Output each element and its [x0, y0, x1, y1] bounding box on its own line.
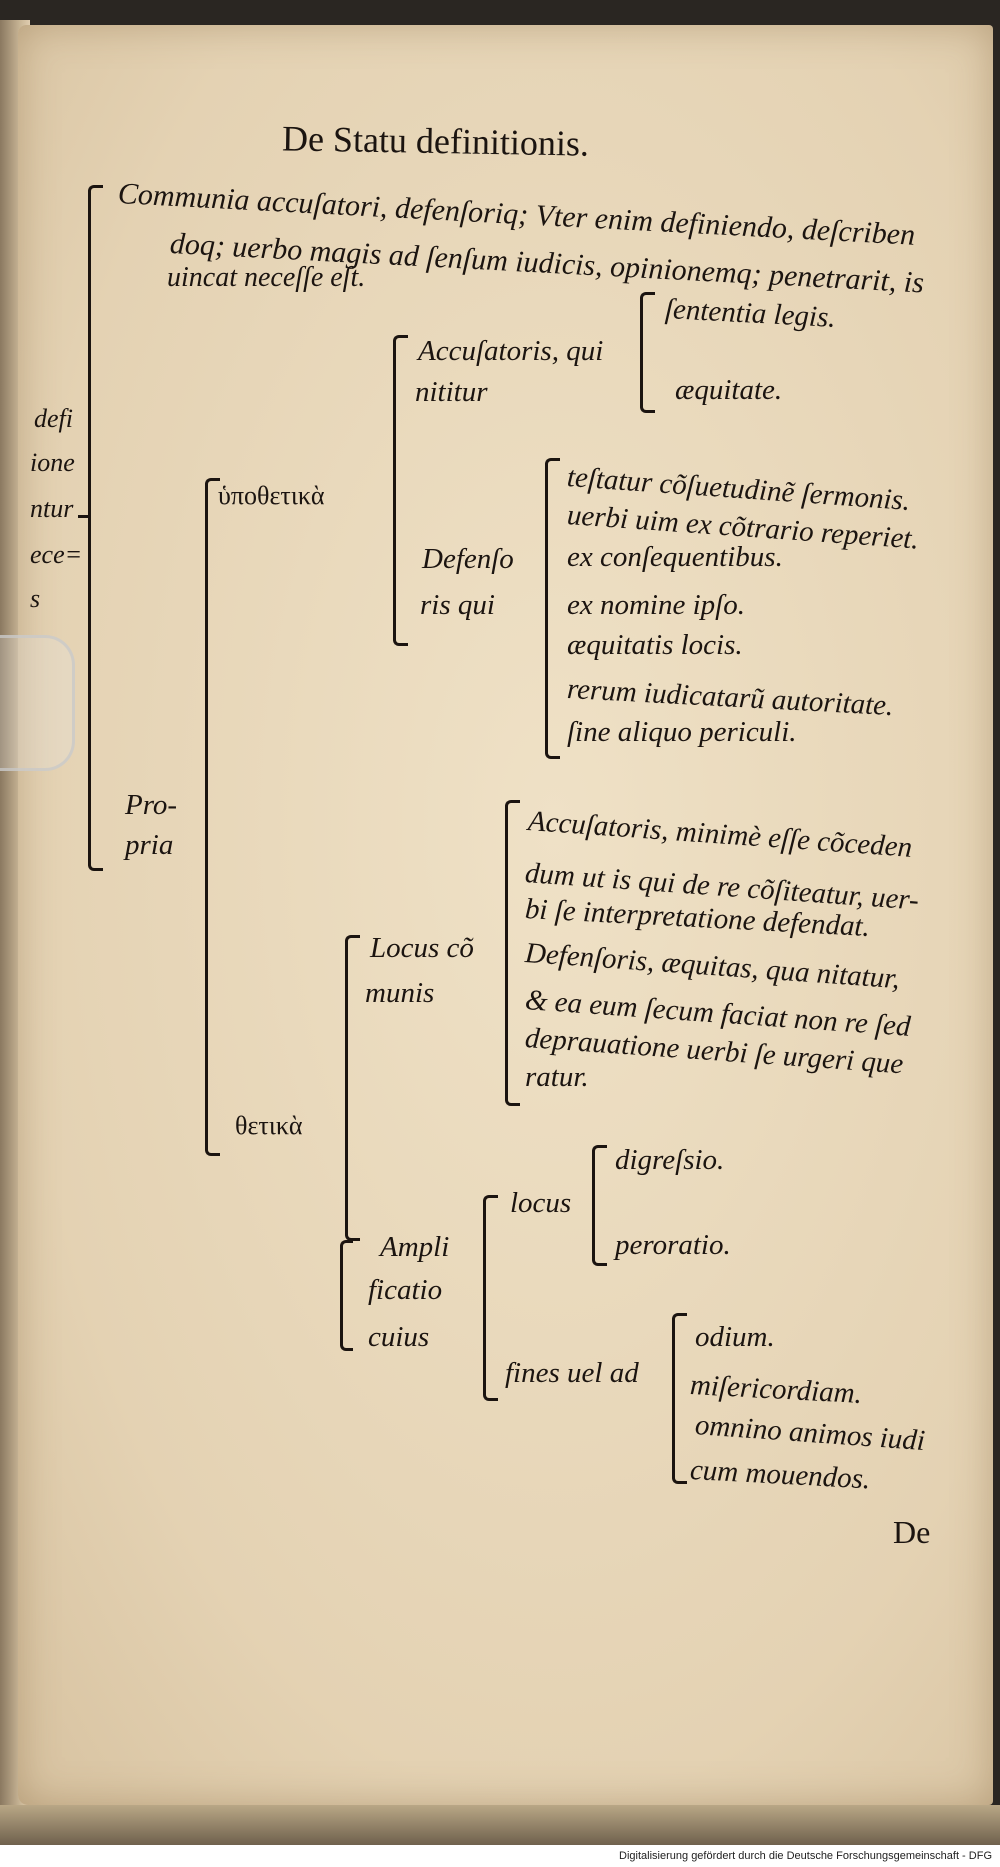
footer: Digitalisierung gefördert durch die Deut…	[0, 1845, 1000, 1867]
intro-line-3: uincat neceſſe eſt.	[167, 262, 366, 293]
fines-item-1: odium.	[695, 1321, 775, 1353]
defensoris-item-5: æquitatis locis.	[567, 629, 743, 661]
brace-thetike	[345, 935, 360, 1241]
locus-item-1: digreſsio.	[615, 1144, 725, 1176]
brace-hypothetike	[393, 335, 408, 646]
accusatoris-item-2: æquitate.	[675, 374, 783, 406]
label-locus-communis-1: Locus cõ	[370, 932, 474, 964]
brace-amplificatio-group	[340, 1240, 353, 1351]
locus-communis-line-7: ratur.	[525, 1061, 589, 1093]
brace-locus	[592, 1145, 607, 1266]
margin-text-2: ione	[30, 448, 75, 477]
footer-text: Digitalisierung gefördert durch die Deut…	[619, 1850, 992, 1862]
brace-main	[88, 185, 103, 871]
label-amplificatio-2: ficatio	[368, 1274, 443, 1306]
label-amplificatio-3: cuius	[368, 1321, 430, 1353]
label-defensoris-1: Defenſo	[422, 543, 514, 575]
catchword: De	[893, 1514, 931, 1550]
page-clip	[0, 635, 75, 771]
brace-propria	[205, 478, 220, 1156]
margin-text-5: s	[30, 584, 41, 613]
defensoris-item-3: ex conſequentibus.	[567, 541, 783, 573]
label-propria-2: pria	[125, 829, 174, 861]
label-locus-communis-2: munis	[365, 977, 435, 1009]
locus-item-2: peroratio.	[615, 1229, 731, 1261]
brace-amplificatio	[483, 1195, 498, 1401]
page-title: De Statu definitionis.	[281, 118, 590, 164]
page-edge	[0, 1805, 1000, 1845]
label-accusatoris-1: Accuſatoris, qui	[418, 335, 604, 367]
brace-accusatoris	[640, 292, 655, 413]
margin-text-4: ece=	[30, 540, 83, 569]
label-amplificatio-1: Ampli	[380, 1231, 450, 1263]
label-propria-1: Pro-	[125, 789, 178, 821]
label-hypothetike: ὑποθετικὰ	[218, 481, 325, 510]
label-locus: locus	[510, 1187, 572, 1219]
brace-point	[78, 515, 88, 518]
label-fines: fines uel ad	[505, 1357, 639, 1389]
label-accusatoris-2: nititur	[415, 376, 488, 408]
label-thetike: θετικὰ	[235, 1111, 303, 1140]
margin-text-1: defi	[34, 404, 73, 433]
brace-locus-communis	[505, 800, 520, 1106]
brace-fines	[672, 1313, 687, 1484]
label-defensoris-2: ris qui	[420, 589, 495, 621]
defensoris-item-4: ex nomine ipſo.	[567, 589, 745, 621]
defensoris-item-7: ſine aliquo periculi.	[567, 716, 797, 748]
margin-text-3: ntur	[30, 494, 74, 523]
brace-defensoris	[545, 458, 560, 759]
